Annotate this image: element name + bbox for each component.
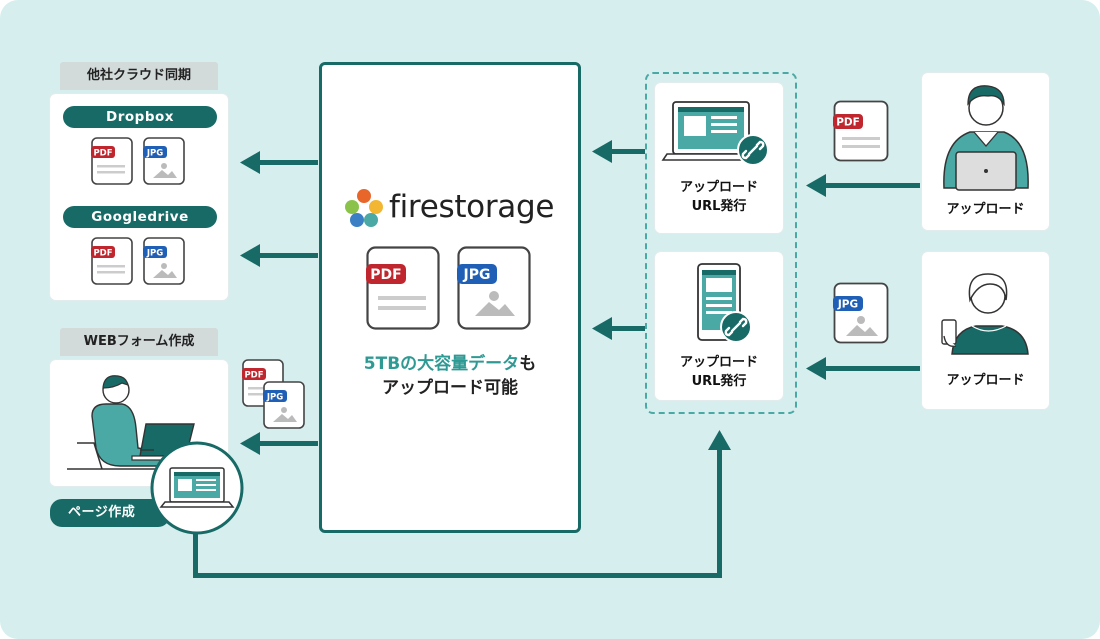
pdf-label: PDF: [93, 149, 112, 159]
firestorage-logo-text: firestorage: [389, 189, 555, 225]
url-card-phone-line2: URL発行: [691, 374, 747, 389]
arrow-to-googledrive: [240, 244, 318, 267]
pdf-label: PDF: [244, 371, 263, 381]
pdf-label: PDF: [836, 117, 860, 129]
user2-label: アップロード: [946, 373, 1025, 388]
caption-line1-rest: も: [519, 354, 537, 374]
url-card-laptop-line1: アップロード: [679, 180, 758, 195]
url-issue-group: [645, 72, 797, 414]
firestorage-logo-icon: [345, 189, 383, 227]
pdf-label: PDF: [370, 267, 401, 283]
dropbox-jpg-icon: JPG: [143, 137, 185, 185]
arrow-to-webform: [240, 432, 318, 455]
woman-with-phone-illustration: [941, 273, 1029, 355]
user1-label: アップロード: [946, 202, 1025, 217]
arrow-to-dropbox: [240, 151, 318, 174]
googledrive-pill: Googledrive: [63, 206, 217, 228]
jpg-label: JPG: [837, 299, 858, 311]
webform-jpg-icon: JPG: [263, 381, 305, 429]
googledrive-pdf-icon: PDF: [91, 237, 133, 285]
jpg-label: JPG: [266, 393, 283, 403]
cloud-sync-tag: 他社クラウド同期: [60, 62, 218, 90]
laptop-page-icon: [150, 441, 244, 535]
caption-accent: 5TBの大容量データ: [363, 354, 520, 374]
arrow-middle-to-center-bottom: [592, 317, 645, 340]
pdf-label: PDF: [93, 249, 112, 259]
cloud-sync-card: [50, 94, 228, 300]
page-creation-pill: ページ作成: [50, 499, 170, 527]
url-card-laptop-label: アップロード URL発行: [655, 178, 783, 216]
dropbox-pill: Dropbox: [63, 106, 217, 128]
user2-jpg-icon: JPG: [833, 282, 889, 344]
dropbox-pdf-icon: PDF: [91, 137, 133, 185]
center-jpg-icon: JPG: [457, 246, 531, 330]
center-caption: 5TBの大容量データも アップロード可能: [319, 352, 581, 400]
man-with-laptop-illustration: [943, 85, 1029, 191]
arrow-page-to-middle: [193, 430, 731, 578]
jpg-label: JPG: [146, 149, 163, 159]
user1-pdf-icon: PDF: [833, 100, 889, 162]
jpg-label: JPG: [146, 249, 163, 259]
url-card-laptop-line2: URL発行: [691, 199, 747, 214]
center-pdf-icon: PDF: [366, 246, 440, 330]
jpg-label: JPG: [463, 267, 491, 283]
web-form-tag: WEBフォーム作成: [60, 328, 218, 356]
caption-line2: アップロード可能: [382, 378, 518, 398]
laptop-link-icon: [661, 101, 769, 166]
arrow-user1-to-middle: [806, 174, 920, 197]
phone-link-icon: [697, 263, 752, 343]
googledrive-jpg-icon: JPG: [143, 237, 185, 285]
arrow-user2-to-middle: [806, 357, 920, 380]
url-card-phone-label: アップロード URL発行: [655, 353, 783, 391]
firestorage-panel: [319, 62, 581, 533]
url-card-phone-line1: アップロード: [679, 355, 758, 370]
arrow-middle-to-center-top: [592, 140, 645, 163]
